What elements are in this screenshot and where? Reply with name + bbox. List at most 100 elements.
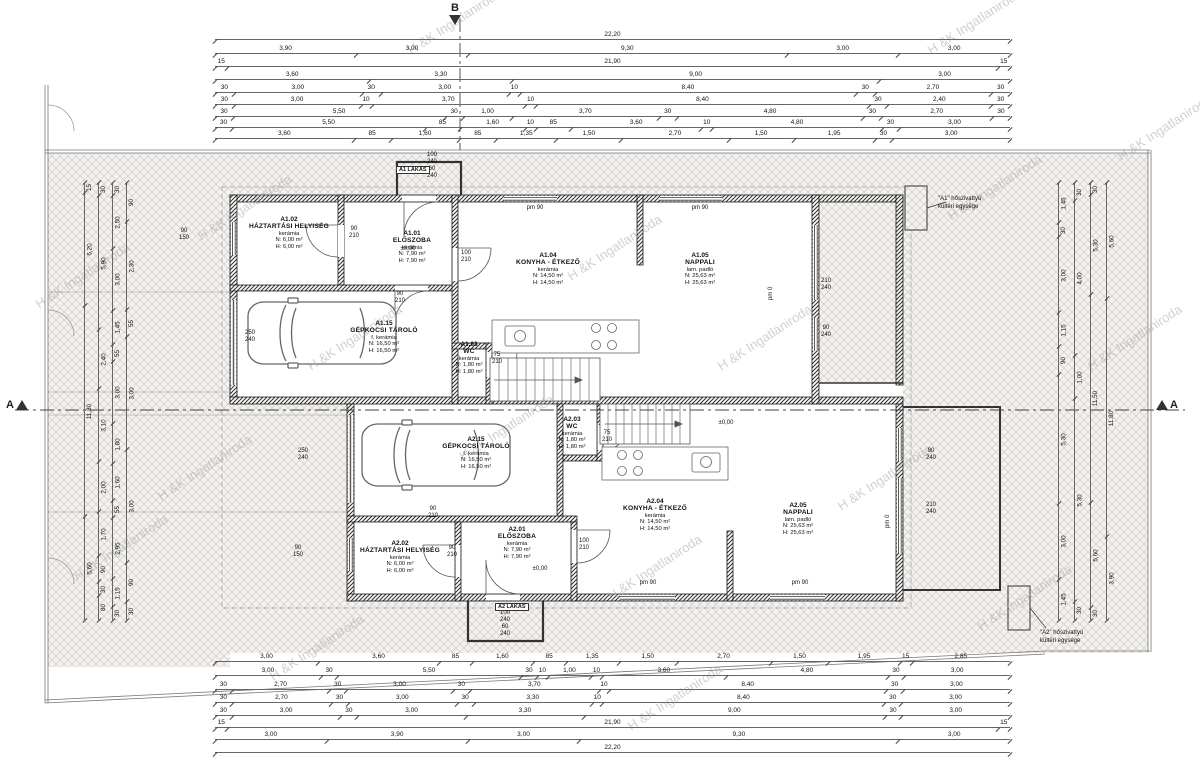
- dimension-segment: 5,60: [1107, 183, 1117, 299]
- room-area-gross: H: 16,50 m²: [460, 463, 492, 470]
- door-size-label: 100 210: [460, 250, 472, 263]
- stairs-a1: [489, 357, 601, 402]
- dimension-segment: 3,10: [99, 389, 109, 463]
- section-marker-a-label: A: [1170, 399, 1178, 411]
- room-label-a1-03: A1.03 WC kerámia N: 1,80 m² H: 1,80 m²: [447, 341, 491, 375]
- room-area-net: N: 16,50 m²: [368, 341, 400, 348]
- dimension-segment: 90: [1059, 347, 1069, 375]
- room-area-gross: H: 14,50 m²: [532, 279, 564, 286]
- dimension-segment: 3,00: [346, 681, 453, 690]
- room-id: A1.03: [460, 341, 478, 348]
- room-id: A1.02: [280, 216, 298, 223]
- room-id: A2.04: [646, 498, 664, 505]
- dimension-segment: 9,00: [512, 71, 879, 80]
- dimension-segment: 30: [882, 119, 899, 128]
- dimension-segment: 6,20: [85, 193, 95, 307]
- entry-door-size-label: 100 240 60 240: [499, 610, 511, 637]
- dimension-segment: 30: [113, 607, 123, 620]
- dimension-segment: 4,80: [726, 667, 888, 676]
- window-size-label: 90 150: [292, 545, 304, 558]
- room-name: GÉPKOCSI TÁROLÓ: [350, 327, 418, 335]
- dimension-segment: 1,00: [463, 108, 512, 117]
- room-material: lam. padló: [686, 266, 714, 273]
- section-arrow-icon: [1156, 400, 1168, 410]
- dimension-segment: 9,00: [584, 707, 885, 716]
- dimension-segment: 30: [875, 130, 893, 139]
- door-size-label: 90 210: [446, 545, 458, 558]
- dimension-segment: 9,30: [468, 45, 787, 54]
- dimension-segment: 30: [215, 96, 234, 105]
- dimension-segment: 2,00: [99, 462, 109, 512]
- level-marker: ±0,00: [400, 246, 416, 252]
- dimension-segment: 30: [521, 667, 538, 676]
- dimension-segment: 15: [215, 719, 227, 728]
- dimension-segment: 3,00: [901, 707, 1010, 716]
- room-area-net: N: 14,50 m²: [639, 519, 671, 526]
- dimension-segment: 3,00: [892, 130, 1010, 139]
- dimension-segment: 85: [533, 653, 566, 662]
- dimension-segment: 3,00: [879, 71, 1010, 80]
- room-id: A2.05: [789, 502, 807, 509]
- dimension-segment: 3,90: [327, 731, 468, 740]
- dimension-segment: 10: [527, 95, 535, 103]
- level-marker: ±0,00: [532, 566, 548, 572]
- dimension-segment: 3,00: [348, 694, 457, 703]
- dimension-segment: 1,15: [1059, 313, 1069, 346]
- dimension-segment: 3,90: [1107, 537, 1117, 620]
- dimension-segment: 85: [459, 130, 496, 139]
- dimension-segment: 3,00: [356, 45, 468, 54]
- room-name: WC: [463, 348, 475, 356]
- dimension-segment: 3,00: [904, 667, 1010, 676]
- dimension-segment: 5,60: [1091, 503, 1101, 608]
- room-id: A2.01: [508, 526, 526, 533]
- dimension-segment: 8,40: [536, 96, 868, 105]
- dimension-segment: 3,00: [113, 362, 123, 424]
- section-marker-a-right: A: [1156, 399, 1178, 411]
- dimension-segment: 8,40: [609, 681, 886, 690]
- room-name: ELŐSZOBA: [392, 237, 432, 245]
- dimension-segment: 2,70: [875, 84, 992, 93]
- dimension-segment: 5,90: [99, 196, 109, 330]
- dimension-segment: 8,40: [520, 84, 856, 93]
- dimension-segment: 3,30: [466, 707, 584, 716]
- dimension-segment: 30: [215, 707, 232, 716]
- room-area-gross: H: 25,63 m²: [782, 529, 814, 536]
- room-name: NAPPALI: [685, 259, 715, 267]
- room-name: HÁZTARTÁSI HELYISÉG: [248, 223, 329, 231]
- dimension-segment: 9,30: [579, 731, 898, 740]
- dimension-segment: 1,00: [548, 667, 592, 676]
- dimension-segment: 30: [992, 108, 1010, 117]
- room-name: NAPPALI: [783, 509, 813, 517]
- dimension-segment: 30: [886, 681, 903, 690]
- dimension-segment: 2,40: [887, 96, 991, 105]
- dimension-segment: 30: [321, 667, 338, 676]
- room-material: kerámia: [506, 540, 528, 547]
- dimension-segment: 30: [991, 84, 1010, 93]
- dimension-segment: 1,35: [496, 130, 556, 139]
- dimension-segment: 22,20: [215, 31, 1010, 40]
- window-size-label: 90 240: [925, 448, 937, 461]
- dimension-segment: 3,60: [318, 653, 439, 662]
- dimension-segment: 21,90: [227, 719, 997, 728]
- dimension-segment: 3,70: [372, 96, 526, 105]
- dimension-segment: 3,00: [127, 337, 137, 450]
- dimension-segment: 90: [127, 183, 137, 222]
- dimension-segment: 30: [362, 84, 381, 93]
- room-material: kerámia: [458, 355, 480, 362]
- dimension-segment: 3,60: [571, 119, 702, 128]
- room-material: kerámia: [401, 244, 423, 251]
- dimension-segment: 3,00: [357, 707, 466, 716]
- dimension-segment: 2,70: [881, 108, 991, 117]
- room-area-net: N: 25,63 m²: [684, 273, 716, 280]
